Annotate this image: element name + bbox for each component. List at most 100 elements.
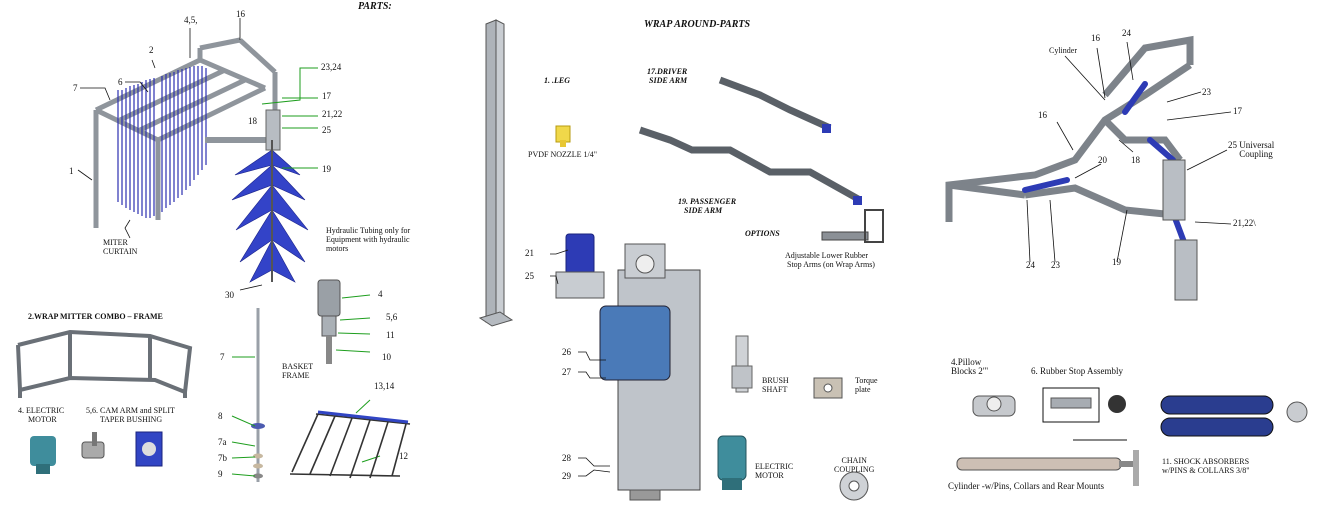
driver-side-arm — [638, 76, 862, 204]
electric-motor-label: ELECTRIC MOTOR — [755, 462, 794, 480]
split-taper-bushing — [135, 431, 163, 467]
parts-drawing — [16, 18, 411, 482]
shaft-label-7b: 7b — [218, 453, 227, 463]
callout-28: 28 — [562, 453, 571, 463]
drive-housing — [599, 243, 701, 501]
torque-plate — [813, 377, 843, 399]
basket-frame-label: BASKET FRAME — [282, 362, 314, 380]
basket-motor — [317, 279, 341, 364]
detail-leaders — [1026, 41, 1232, 263]
wrap-arm-drawing — [945, 35, 1308, 486]
callout-1: 1 — [69, 166, 74, 176]
callout-16: 16 — [236, 9, 245, 19]
brush-shaft-label: BRUSH SHAFT — [762, 376, 789, 394]
wrap-arm-frame — [945, 35, 1194, 222]
callout-23-right: 23 — [1202, 87, 1211, 97]
callout-19: 19 — [1112, 257, 1121, 267]
basket-frame-bar — [317, 410, 409, 424]
basket-leaders — [335, 294, 381, 463]
wrap-around-parts-panel: WRAP AROUND-PARTS 1. .LEG PVDF NOZZLE 1/… — [470, 0, 900, 532]
basket-frame — [289, 413, 411, 479]
callout-leaders — [77, 18, 263, 291]
brush-shaft — [731, 335, 753, 393]
hydraulic-motor-21 — [555, 233, 605, 299]
callout-25: 25 — [525, 271, 534, 281]
brush-hubs — [1162, 159, 1198, 301]
callout-4-5: 4,5, — [184, 15, 198, 25]
callout-leaders-green — [261, 67, 318, 169]
wrap-around-drawing — [478, 19, 884, 501]
wrap-brush — [231, 149, 309, 283]
pillow-blocks-label: 4.Pillow Blocks 2"' — [951, 357, 989, 376]
shock-absorbers-label: 11. SHOCK ABSORBERS w/PINS & COLLARS 3/8… — [1162, 457, 1250, 475]
basket-callout-12: 12 — [399, 451, 408, 461]
electric-motor-small — [30, 436, 56, 474]
callout-18: 18 — [1131, 155, 1140, 165]
callout-20: 20 — [1098, 155, 1107, 165]
callout-19: 19 — [322, 164, 331, 174]
electric-motor-label: 4. ELECTRIC MOTOR — [18, 406, 65, 424]
hydraulic-note: Hydraulic Tubing only for Equipment with… — [326, 226, 411, 253]
shaft-label-7a: 7a — [218, 437, 227, 447]
pvdf-nozzle — [555, 125, 571, 147]
callout-30: 30 — [225, 290, 234, 300]
leg-label: 1. .LEG — [544, 76, 570, 85]
cam-arm-label: 5,6. CAM ARM and SPLIT TAPER BUSHING — [86, 406, 175, 424]
callout-18: 18 — [248, 116, 257, 126]
callout-26: 26 — [562, 347, 571, 357]
rubber-stop-label: Adjustable Lower Rubber Stop Arms (on Wr… — [785, 251, 875, 269]
callout-21-22: 21,22\ — [1233, 218, 1256, 228]
callout-16-left: 16 — [1038, 110, 1047, 120]
callout-23-bottom: 23 — [1051, 260, 1060, 270]
chain-coupling-label: CHAIN COUPLING — [834, 456, 875, 474]
shaft-leaders — [231, 356, 256, 477]
pillow-block — [972, 395, 1016, 417]
driver-arm-label: 17.DRIVER SIDE ARM — [647, 67, 688, 85]
cylinder — [956, 450, 1139, 486]
callout-2: 2 — [149, 45, 154, 55]
callout-25-universal-coupling: 25 Universal Coupling — [1228, 140, 1275, 159]
electric-motor — [717, 435, 747, 490]
callout-25: 25 — [322, 125, 331, 135]
callout-21: 21 — [525, 248, 534, 258]
miter-curtain-strips — [117, 66, 207, 218]
callout-17: 17 — [322, 91, 331, 101]
callout-24-bottom: 24 — [1026, 260, 1035, 270]
callout-27: 27 — [562, 367, 571, 377]
parts-title: PARTS: — [358, 1, 392, 12]
callout-17: 17 — [1233, 106, 1242, 116]
leg — [478, 19, 514, 327]
miter-curtain-label: MITER CURTAIN — [103, 238, 138, 256]
torque-plate-label: Torque plate — [855, 376, 878, 394]
callout-24-top: 24 — [1122, 28, 1131, 38]
wrap-miter-combo-frame — [16, 329, 193, 398]
basket-callout-10: 10 — [382, 352, 391, 362]
parts-panel: PARTS: 4,5, 16 2 6 7 1 23,24 17 18 21,22… — [0, 0, 440, 532]
options-label: OPTIONS — [745, 229, 780, 238]
driver-arm-stops — [822, 124, 862, 205]
shock-absorbers — [1160, 395, 1308, 437]
cylinder-callout: Cylinder — [1049, 46, 1077, 55]
wrap-arm — [205, 109, 281, 151]
cam-arm — [81, 432, 105, 459]
wrap-around-title: WRAP AROUND-PARTS — [644, 19, 751, 30]
rubber-stop-assembly-label: 6. Rubber Stop Assembly — [1031, 366, 1124, 376]
brush-shaft-assembly — [251, 308, 265, 482]
shaft-label-8: 8 — [218, 411, 223, 421]
basket-callout-4: 4 — [378, 289, 383, 299]
callout-6: 6 — [118, 77, 123, 87]
wrap-combo-label: 2.WRAP MITTER COMBO – FRAME — [28, 312, 163, 321]
callout-7: 7 — [73, 83, 78, 93]
shaft-label-7: 7 — [220, 352, 225, 362]
callout-16-top: 16 — [1091, 33, 1100, 43]
cylinder-label: Cylinder -w/Pins, Collars and Rear Mount… — [948, 481, 1104, 491]
callout-21-22: 21,22 — [322, 109, 343, 119]
passenger-arm-label: 19. PASSENGER SIDE ARM — [678, 197, 737, 215]
callout-23-24: 23,24 — [321, 62, 342, 72]
rubber-stop-assembly — [1042, 387, 1126, 423]
rubber-stop-arm — [821, 209, 884, 243]
callout-29: 29 — [562, 471, 571, 481]
nozzle-label: PVDF NOZZLE 1/4" — [528, 150, 598, 159]
basket-callout-11: 11 — [386, 330, 395, 340]
chain-coupling — [839, 471, 869, 501]
